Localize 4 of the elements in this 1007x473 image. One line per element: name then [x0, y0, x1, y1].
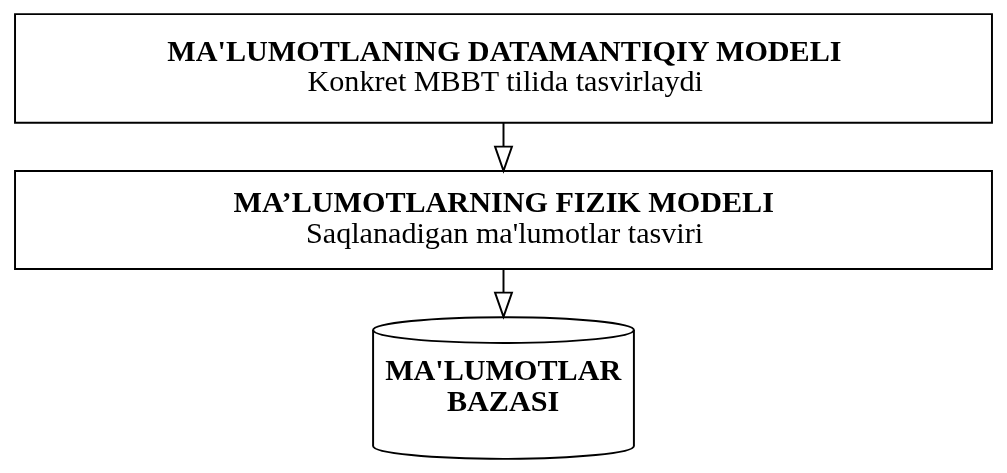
- arrow: [493, 121, 514, 174]
- node-box: MA'LUMOTLANING DATAMANTIQIY MODELI Konkret MBBT tilida tasvirlaydi: [14, 13, 993, 124]
- node-box: MA’LUMOTLARNING FIZIK MODELI Saqlanadigan ma'lumotlar tasviri: [14, 169, 993, 270]
- arrow: [493, 268, 514, 320]
